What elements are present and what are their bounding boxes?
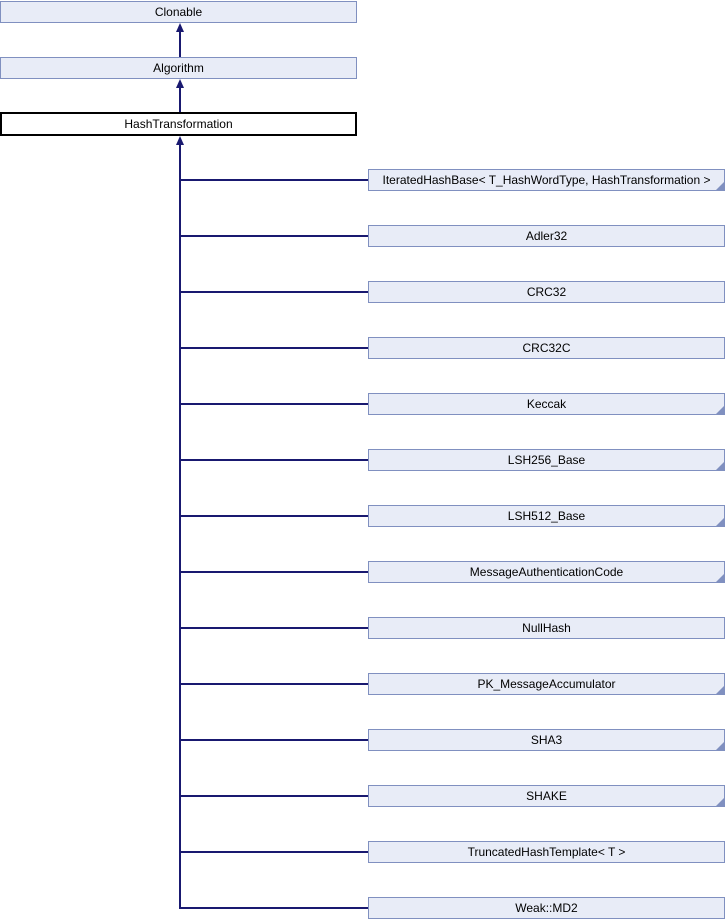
class-node-label: TruncatedHashTemplate< T >	[467, 845, 626, 859]
class-node-label: LSH256_Base	[507, 453, 586, 467]
branch-edge	[180, 851, 369, 853]
has-subclasses-fold-icon	[716, 518, 724, 526]
branch-edge	[180, 347, 369, 349]
class-node-iteratedhashbase[interactable]: IteratedHashBase< T_HashWordType, HashTr…	[368, 169, 725, 191]
branch-edge	[180, 571, 369, 573]
inheritance-edge	[179, 87, 181, 112]
class-node-algorithm[interactable]: Algorithm	[0, 57, 357, 79]
branch-edge	[180, 291, 369, 293]
branch-edge	[180, 459, 369, 461]
has-subclasses-fold-icon	[716, 406, 724, 414]
branch-edge	[180, 179, 369, 181]
class-node-keccak[interactable]: Keccak	[368, 393, 725, 415]
inheritance-edge	[179, 31, 181, 57]
branch-edge	[180, 739, 369, 741]
has-subclasses-fold-icon	[716, 462, 724, 470]
class-node-label: MessageAuthenticationCode	[469, 565, 624, 579]
class-node-weak-md2[interactable]: Weak::MD2	[368, 897, 725, 919]
class-node-crc32[interactable]: CRC32	[368, 281, 725, 303]
class-node-label: LSH512_Base	[507, 509, 586, 523]
class-node-lsh256-base[interactable]: LSH256_Base	[368, 449, 725, 471]
class-node-label: SHAKE	[526, 789, 567, 803]
class-node-adler32[interactable]: Adler32	[368, 225, 725, 247]
class-node-label: PK_MessageAccumulator	[477, 677, 616, 691]
branch-edge	[180, 683, 369, 685]
class-node-truncatedhashtemplate[interactable]: TruncatedHashTemplate< T >	[368, 841, 725, 863]
has-subclasses-fold-icon	[716, 574, 724, 582]
has-subclasses-fold-icon	[716, 798, 724, 806]
branch-edge	[180, 235, 369, 237]
class-node-shake[interactable]: SHAKE	[368, 785, 725, 807]
class-node-label: Keccak	[526, 397, 567, 411]
class-node-clonable[interactable]: Clonable	[0, 1, 357, 23]
class-node-hashtransformation-current: HashTransformation	[0, 112, 357, 136]
branch-edge	[180, 627, 369, 629]
class-node-crc32c[interactable]: CRC32C	[368, 337, 725, 359]
class-node-label: NullHash	[522, 621, 571, 635]
branch-edge	[180, 515, 369, 517]
class-node-lsh512-base[interactable]: LSH512_Base	[368, 505, 725, 527]
branch-edge	[180, 403, 369, 405]
class-node-sha3[interactable]: SHA3	[368, 729, 725, 751]
class-node-pk-messageaccumulator[interactable]: PK_MessageAccumulator	[368, 673, 725, 695]
class-node-label: Adler32	[525, 229, 568, 243]
branch-edge	[180, 795, 369, 797]
class-node-messageauthenticationcode[interactable]: MessageAuthenticationCode	[368, 561, 725, 583]
inheritance-trunk-edge	[179, 144, 181, 909]
has-subclasses-fold-icon	[716, 182, 724, 190]
class-node-label: SHA3	[530, 733, 563, 747]
inheritance-arrowhead	[176, 79, 184, 88]
inheritance-arrowhead	[176, 23, 184, 32]
has-subclasses-fold-icon	[716, 686, 724, 694]
has-subclasses-fold-icon	[716, 742, 724, 750]
branch-edge	[180, 907, 369, 909]
class-node-label: CRC32	[526, 285, 567, 299]
class-node-nullhash[interactable]: NullHash	[368, 617, 725, 639]
inheritance-arrowhead	[176, 136, 184, 145]
class-node-label: Weak::MD2	[515, 901, 578, 915]
class-node-label: CRC32C	[522, 341, 571, 355]
class-node-label: IteratedHashBase< T_HashWordType, HashTr…	[382, 173, 711, 187]
